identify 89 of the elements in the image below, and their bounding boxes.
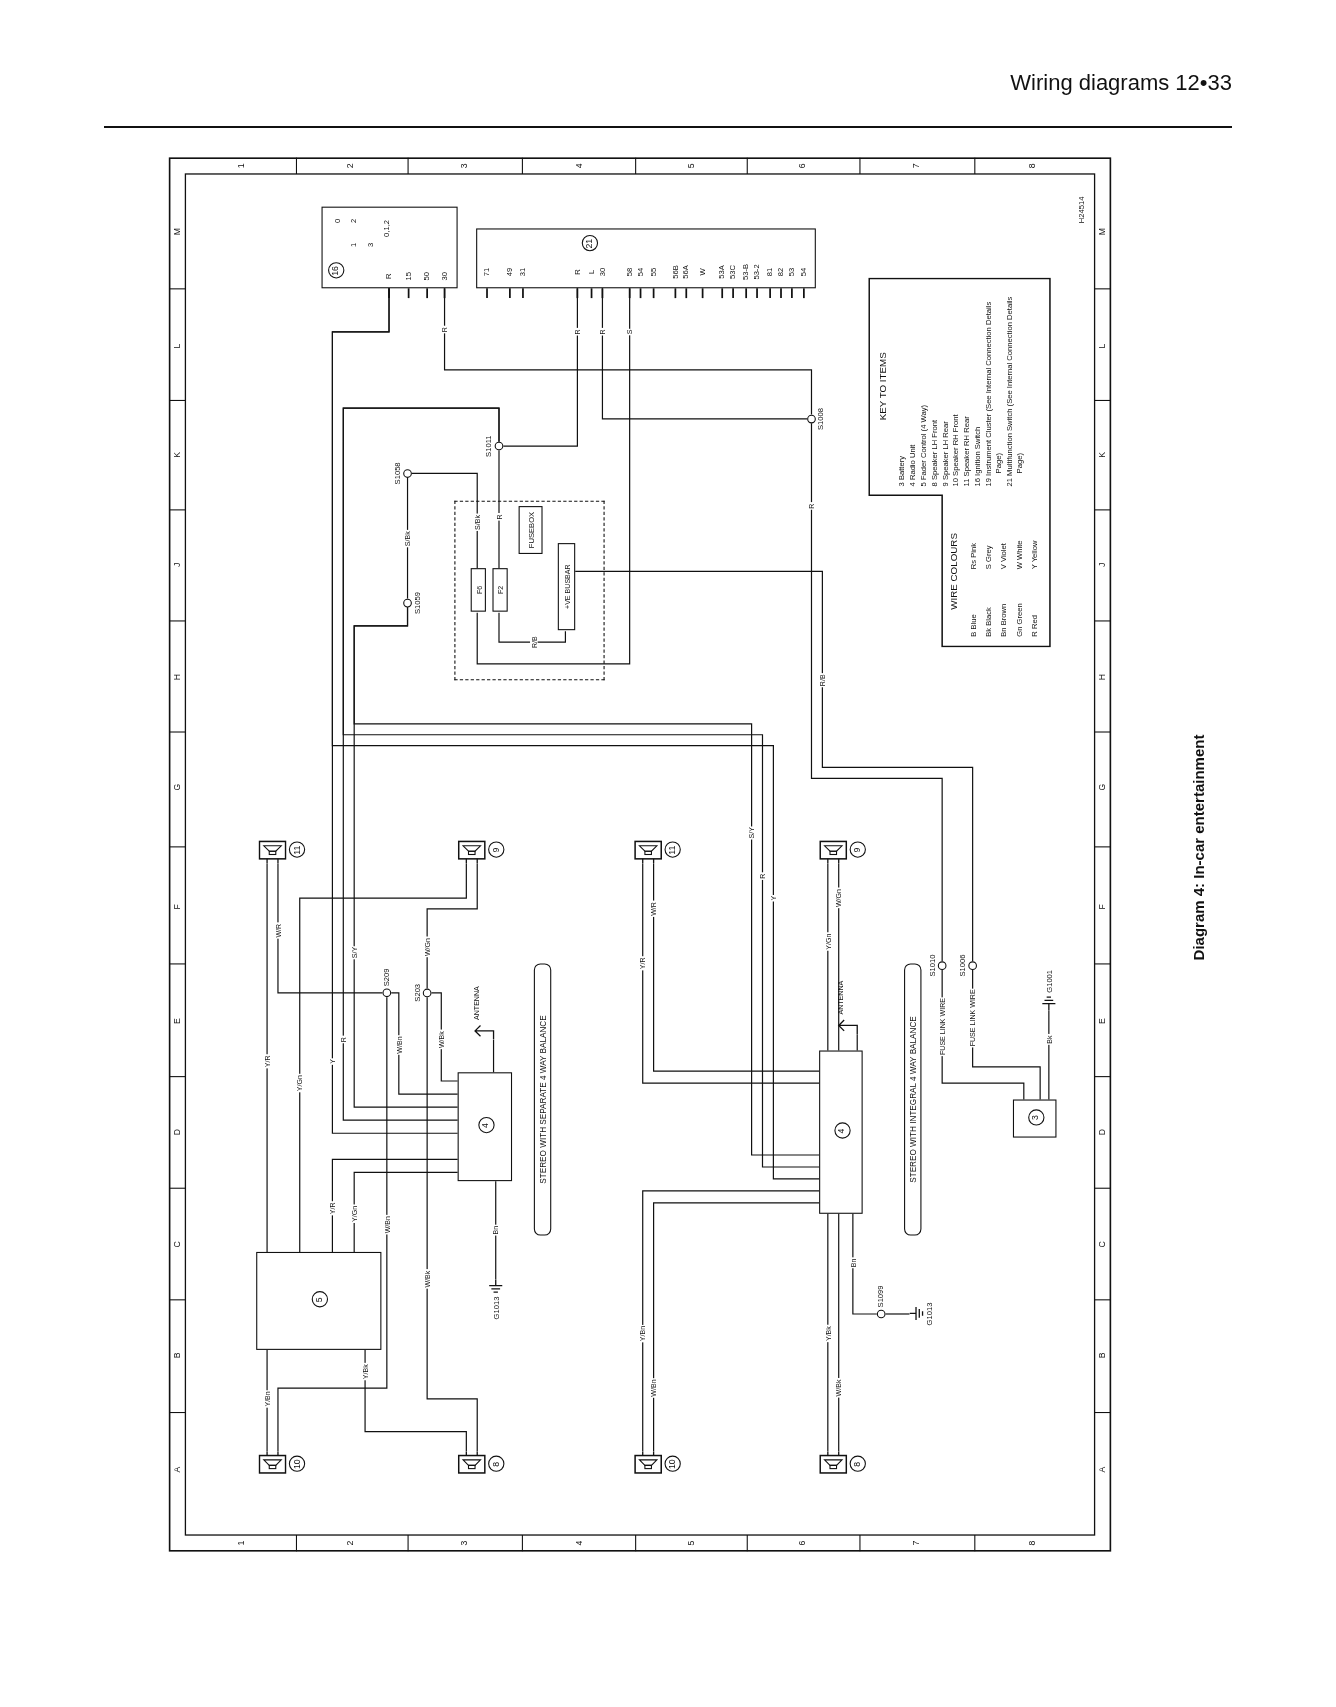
grid-reference: 1 xyxy=(237,1540,247,1546)
grid-reference: 5 xyxy=(687,1540,697,1546)
speaker: 9 xyxy=(457,837,505,864)
wire xyxy=(852,1213,878,1315)
speaker: 11 xyxy=(258,837,306,864)
wire xyxy=(266,862,268,1253)
key-panel xyxy=(868,277,1052,648)
grid-reference: 3 xyxy=(460,163,470,169)
wire xyxy=(498,612,566,643)
wire xyxy=(342,407,820,1168)
wire xyxy=(1048,1009,1050,1101)
grid-reference: G xyxy=(1098,783,1108,791)
grid-reference: 4 xyxy=(575,1540,584,1546)
speaker: 11 xyxy=(634,837,681,864)
wire xyxy=(884,1313,911,1315)
wire xyxy=(601,287,808,420)
wire xyxy=(492,1039,495,1073)
grid-reference: L xyxy=(1098,343,1108,349)
wire xyxy=(838,862,840,1052)
wire xyxy=(495,1180,497,1280)
grid-reference: E xyxy=(172,1018,182,1024)
grid-reference: C xyxy=(172,1241,182,1248)
wire xyxy=(266,1349,268,1452)
grid-reference: 7 xyxy=(912,163,922,169)
speaker: 9 xyxy=(819,837,866,864)
grid-reference: 6 xyxy=(798,1540,808,1546)
wire xyxy=(331,1158,459,1253)
grid-reference: 8 xyxy=(1028,163,1037,169)
wire xyxy=(364,1349,467,1452)
grid-reference: 5 xyxy=(687,163,697,169)
wire xyxy=(426,996,478,1452)
key-heading: KEY TO ITEMS xyxy=(876,351,889,423)
wire xyxy=(827,862,829,1052)
grid-reference: F xyxy=(172,904,182,910)
grid-reference: 2 xyxy=(346,1540,356,1546)
wire xyxy=(810,422,943,962)
grid-reference: M xyxy=(1098,228,1108,236)
wire xyxy=(331,287,820,1180)
grid-reference: F xyxy=(1098,904,1108,910)
grid-reference: K xyxy=(172,452,182,458)
grid-reference: A xyxy=(172,1466,182,1473)
grid-reference: B xyxy=(1098,1352,1108,1359)
grid-reference: 8 xyxy=(1028,1540,1037,1546)
grid-reference: D xyxy=(1098,1129,1108,1136)
speaker: 10 xyxy=(634,1451,681,1478)
grid-reference: 7 xyxy=(912,1540,922,1546)
speaker: 10 xyxy=(258,1451,306,1478)
wire xyxy=(390,992,459,1095)
wire xyxy=(498,449,500,570)
wire xyxy=(502,287,578,447)
grid-reference: G xyxy=(172,783,182,791)
wire xyxy=(443,287,813,416)
figure-caption: Diagram 4: In-car entertainment xyxy=(1189,733,1207,963)
speaker: 8 xyxy=(819,1451,866,1478)
wire xyxy=(573,570,974,962)
wire xyxy=(277,996,388,1452)
grid-reference: J xyxy=(1098,562,1108,568)
circuit-variant-label: STEREO WITH INTEGRAL 4 WAY BALANCE xyxy=(904,963,922,1236)
grid-reference: H xyxy=(172,673,182,681)
grid-reference: M xyxy=(172,228,182,236)
grid-reference: 2 xyxy=(346,163,356,169)
page-header: Wiring diagrams 12•33 xyxy=(1010,70,1232,96)
circuit-variant-label: STEREO WITH SEPARATE 4 WAY BALANCE xyxy=(533,963,552,1236)
grid-reference: K xyxy=(1098,452,1108,458)
wire xyxy=(411,472,478,570)
wire xyxy=(277,862,384,994)
wire xyxy=(476,287,631,665)
grid-reference: H xyxy=(1098,673,1108,681)
speaker: 8 xyxy=(457,1451,505,1478)
grid-reference: B xyxy=(172,1352,182,1359)
wire xyxy=(406,477,409,600)
grid-reference: A xyxy=(1098,1466,1108,1473)
grid-reference: D xyxy=(172,1129,182,1136)
grid-reference: J xyxy=(172,562,182,568)
wire xyxy=(353,1171,459,1253)
wire xyxy=(856,1033,858,1052)
key-heading: WIRE COLOURS xyxy=(948,532,961,612)
grid-reference: 1 xyxy=(237,163,247,169)
grid-reference: 6 xyxy=(798,163,808,169)
grid-reference: E xyxy=(1098,1018,1108,1024)
grid-reference: C xyxy=(1098,1241,1108,1248)
wire xyxy=(827,1213,829,1452)
grid-reference: L xyxy=(172,343,182,349)
wire xyxy=(838,1213,840,1452)
wire xyxy=(299,862,467,1253)
wire xyxy=(426,862,478,990)
grid-reference: 3 xyxy=(460,1540,470,1546)
wire xyxy=(353,606,820,1156)
grid-reference: 4 xyxy=(575,163,584,169)
